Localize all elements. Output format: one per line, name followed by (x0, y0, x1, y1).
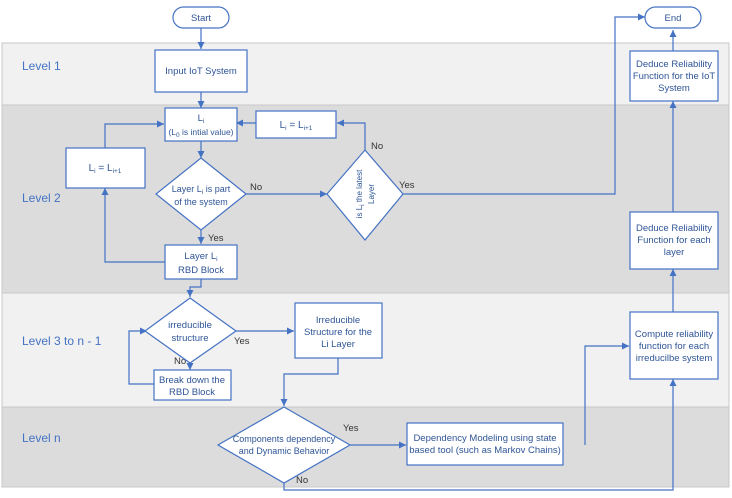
level-n-label: Level n (22, 431, 61, 445)
breakdown-line1: Break down the (159, 375, 225, 386)
iotfn-line2: Function for the IoT (633, 71, 716, 82)
label-yes-comp: Yes (343, 423, 359, 434)
iot-function-node: Deduce Reliability Function for the IoT … (629, 50, 719, 102)
latest-line1: is Li the latest (355, 169, 366, 218)
edge-rbd-irr (186, 279, 202, 297)
breakdown-line2: RBD Block (169, 387, 215, 398)
end-label: End (665, 13, 682, 24)
irr-line1: irreducible (168, 320, 212, 331)
level-1-band (1, 42, 730, 106)
break-down-node: Break down the RBD Block (153, 369, 232, 401)
irrstruct-line1: Irreducible (316, 315, 360, 326)
compute-line3: irreducilbe system (636, 353, 713, 364)
li-next-top-label: Li = Li+1 (280, 120, 313, 132)
layer-function-node: Deduce Reliability Function for each lay… (629, 211, 719, 270)
edge-latest-next-top (337, 119, 366, 150)
iotfn-line3: System (658, 83, 690, 94)
rbd-block-node: Layer Li RBD Block (164, 244, 238, 280)
start-label: Start (191, 13, 211, 24)
li-node: Li (L0 is intial value) (164, 107, 238, 142)
li-next-top-node: Li = Li+1 (255, 110, 337, 139)
compdep-line2: and Dynamic Behavior (239, 446, 330, 456)
level-1-label: Level 1 (22, 59, 61, 73)
irrstruct-line3: Li Layer (321, 339, 355, 350)
latest-layer-decision: is Li the latest Layer (326, 149, 404, 241)
part-of-system-decision: Layer Li is part of the system (155, 157, 247, 231)
irreducible-structure-node: Irreducible Structure for the Li Layer (294, 302, 383, 359)
layerfn-line1: Deduce Reliability (636, 223, 712, 234)
li-next-left-node: Li = Li+1 (65, 147, 146, 189)
irr-line2: structure (172, 333, 209, 344)
compdep-line1: Components dependency (233, 434, 336, 444)
label-no-comp: No (296, 475, 308, 486)
edges (101, 13, 677, 491)
edge-rbd-next-left (101, 188, 165, 263)
irrstruct-line2: Structure for the (304, 327, 372, 338)
compute-reliability-node: Compute reliability function for each ir… (629, 311, 719, 380)
compute-line2: function for each (639, 341, 709, 352)
level-2-label: Level 2 (22, 191, 61, 205)
compute-line1: Compute reliability (635, 329, 713, 340)
label-yes-part: Yes (208, 233, 224, 244)
end-node: End (644, 6, 702, 29)
input-node: Input IoT System (154, 49, 248, 93)
input-label: Input IoT System (165, 66, 237, 77)
level-3-label: Level 3 to n - 1 (22, 334, 102, 348)
label-no-latest: No (371, 141, 383, 152)
layerfn-line3: layer (664, 247, 685, 258)
label-no-part: No (250, 182, 262, 193)
edge-next-left-li (104, 120, 164, 148)
edge-depmodel-compute (584, 342, 629, 445)
dependency-modeling-node: Dependency Modeling using state based to… (406, 422, 564, 466)
depmodel-line2: based tool (such as Markov Chains) (409, 445, 561, 456)
iotfn-line1: Deduce Reliability (636, 59, 712, 70)
rbd-line1: Layer Li (184, 251, 217, 263)
li-note: (L0 is intial value) (168, 127, 233, 139)
li-main: Li (198, 113, 205, 125)
label-no-irr: No (174, 356, 186, 367)
depmodel-line1: Dependency Modeling using state (413, 433, 556, 444)
start-node: Start (172, 6, 230, 29)
rbd-line2: RBD Block (178, 265, 224, 276)
irreducible-decision: irreducible structure (143, 297, 238, 364)
label-yes-irr: Yes (234, 336, 250, 347)
label-yes-latest: Yes (399, 180, 415, 191)
part-line2: of the system (174, 197, 228, 207)
level-n-band (1, 406, 730, 488)
components-dependency-decision: Components dependency and Dynamic Behavi… (216, 406, 352, 484)
edge-latest-end (403, 13, 645, 195)
li-next-left-label: Li = Li+1 (89, 163, 122, 175)
edge-comp-compute (283, 379, 677, 491)
part-line1: Layer Li is part (172, 184, 231, 196)
edge-breakdown-irr (128, 327, 154, 385)
latest-line2: Layer (367, 184, 376, 204)
layerfn-line2: Function for each (637, 235, 710, 246)
edge-irrstruct-comp (280, 358, 339, 406)
